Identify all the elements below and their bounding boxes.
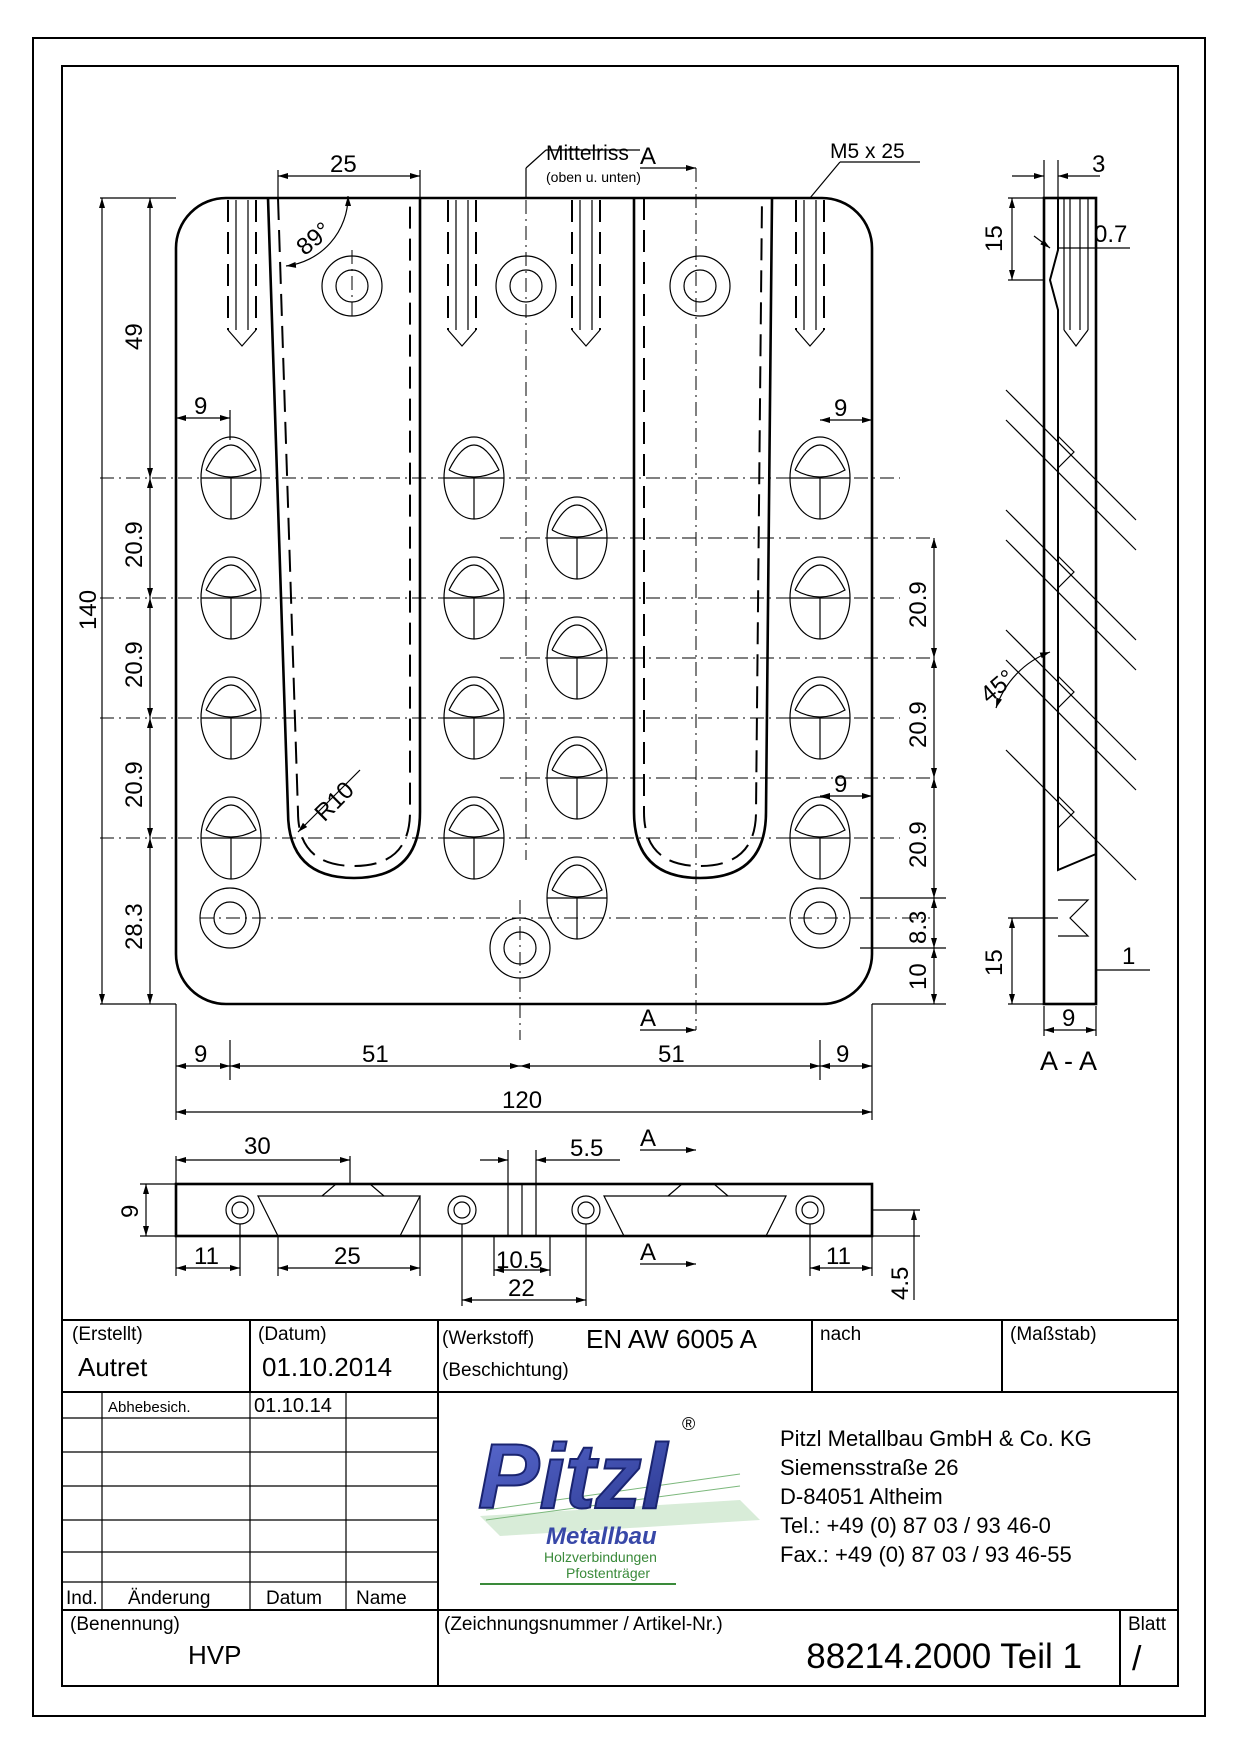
dim-r10: R10 — [309, 777, 359, 827]
col-aenderung: Änderung — [128, 1588, 210, 1609]
dim-plan-105: 10.5 — [496, 1247, 543, 1274]
dim-bottom-51-left: 51 — [362, 1041, 389, 1068]
dim-plan-22: 22 — [508, 1275, 535, 1302]
logo-metallbau: Metallbau — [546, 1523, 657, 1550]
company-name: Pitzl Metallbau GmbH & Co. KG — [780, 1426, 1092, 1451]
value-werkstoff: EN AW 6005 A — [586, 1324, 758, 1354]
outer-border — [32, 37, 1206, 1717]
bottom-holes — [199, 887, 851, 979]
dim-right-83: 8.3 — [905, 911, 932, 944]
dim-plan-11-left: 11 — [194, 1243, 219, 1270]
label-erstellt: (Erstellt) — [72, 1324, 143, 1345]
company-logo: Pitzl ® Metallbau Holzverbindungen Pfost… — [477, 1414, 760, 1585]
dim-plan-25: 25 — [334, 1243, 361, 1270]
dim-bottom-9-left: 9 — [194, 1041, 207, 1068]
left-slot-outline — [266, 197, 422, 880]
company-tel: Tel.: +49 (0) 87 03 / 93 46-0 — [780, 1513, 1051, 1538]
company-fax: Fax.: +49 (0) 87 03 / 93 46-55 — [780, 1542, 1072, 1567]
dim-left-283: 28.3 — [121, 903, 148, 950]
col-name: Name — [356, 1588, 407, 1609]
dim-plan-55: 5.5 — [570, 1135, 603, 1162]
dim-plan-45: 4.5 — [887, 1267, 914, 1300]
label-section-a-top: A — [640, 143, 656, 170]
col-ind: Ind. — [66, 1588, 98, 1609]
dim-right-9-mid: 9 — [834, 771, 847, 798]
logo-pfostentraeger: Pfostenträger — [566, 1565, 650, 1581]
dim-left-9: 9 — [194, 393, 207, 420]
dim-right-209-c: 20.9 — [905, 821, 932, 868]
center-lines — [100, 168, 930, 1040]
dim-left-209-b: 20.9 — [121, 641, 148, 688]
dim-right-9-top: 9 — [834, 395, 847, 422]
dim-side-07: 0.7 — [1094, 221, 1127, 248]
dim-bottom-120: 120 — [502, 1087, 542, 1114]
company-street: Siemensstraße 26 — [780, 1455, 959, 1480]
dim-left-209-a: 20.9 — [121, 521, 148, 568]
dim-left-140: 140 — [75, 590, 102, 630]
dim-right-209-b: 20.9 — [905, 701, 932, 748]
dim-plan-30: 30 — [244, 1133, 271, 1160]
company-city: D-84051 Altheim — [780, 1484, 943, 1509]
value-abhebesich-date: 01.10.14 — [254, 1395, 332, 1417]
dim-side-9: 9 — [1062, 1005, 1075, 1032]
value-benennung: HVP — [188, 1640, 241, 1670]
left-slot-hidden — [277, 197, 411, 868]
col-datum: Datum — [266, 1588, 322, 1609]
dim-side-1: 1 — [1122, 943, 1135, 970]
dim-angle-89: 89° — [291, 217, 336, 261]
label-mittelriss-note: (oben u. unten) — [546, 169, 641, 185]
dim-right-10: 10 — [905, 963, 932, 990]
label-thread-m5: M5 x 25 — [830, 140, 905, 163]
label-section-a-bottom: A — [640, 1005, 656, 1032]
dim-angle-45: 45° — [975, 665, 1020, 709]
value-datum: 01.10.2014 — [262, 1352, 392, 1382]
value-blatt: / — [1132, 1640, 1142, 1678]
logo-pitzl: Pitzl — [478, 1426, 670, 1528]
right-slot-outline — [632, 197, 774, 880]
dim-left-209-c: 20.9 — [121, 761, 148, 808]
plate-outline — [174, 196, 874, 1006]
dim-plan-9: 9 — [117, 1205, 144, 1218]
label-plan-section-a-bottom: A — [640, 1239, 656, 1266]
label-beschichtung: (Beschichtung) — [442, 1360, 569, 1381]
label-nach: nach — [820, 1324, 861, 1345]
label-werkstoff: (Werkstoff) — [442, 1328, 534, 1349]
value-erstellt: Autret — [78, 1352, 148, 1382]
label-section-aa: A - A — [1040, 1046, 1097, 1076]
label-zeichnungsnummer: (Zeichnungsnummer / Artikel-Nr.) — [444, 1614, 723, 1635]
dim-left-49: 49 — [121, 323, 148, 350]
logo-registered: ® — [682, 1414, 695, 1434]
section-view: 3 15 0.7 45° 15 1 9 A - A — [975, 151, 1150, 1076]
dim-plan-11-right: 11 — [826, 1243, 851, 1270]
value-zeichnungsnummer: 88214.2000 Teil 1 — [806, 1637, 1082, 1676]
dim-side-3: 3 — [1092, 151, 1105, 178]
thread-holes — [227, 200, 825, 347]
dim-bottom-9-right: 9 — [836, 1041, 849, 1068]
label-datum: (Datum) — [258, 1324, 327, 1345]
title-block: (Erstellt) Autret (Datum) 01.10.2014 (We… — [62, 1319, 1178, 1686]
dim-bottom-51-right: 51 — [658, 1041, 685, 1068]
logo-holzverbindungen: Holzverbindungen — [544, 1549, 657, 1565]
label-plan-section-a-top: A — [640, 1125, 656, 1152]
label-blatt: Blatt — [1128, 1614, 1167, 1635]
label-benennung: (Benennung) — [70, 1614, 180, 1635]
plan-outline — [174, 1182, 874, 1238]
label-massstab: (Maßstab) — [1010, 1324, 1097, 1345]
inner-border — [61, 65, 1179, 1687]
dim-side-15-bottom: 15 — [981, 949, 1008, 976]
dim-right-209-a: 20.9 — [905, 581, 932, 628]
plan-view: 30 5.5 A 9 11 25 10.5 22 A 11 4.5 — [117, 1125, 920, 1306]
dim-side-15-top: 15 — [981, 225, 1008, 252]
front-dimension-lines — [99, 149, 946, 1120]
label-mittelriss: Mittelriss — [546, 142, 629, 165]
front-view: 25 89° Mittelriss (oben u. unten) A M5 x… — [75, 140, 946, 1120]
label-abhebesich: Abhebesich. — [108, 1399, 191, 1416]
right-slot-hidden — [643, 197, 763, 868]
dim-top-25: 25 — [330, 151, 357, 178]
